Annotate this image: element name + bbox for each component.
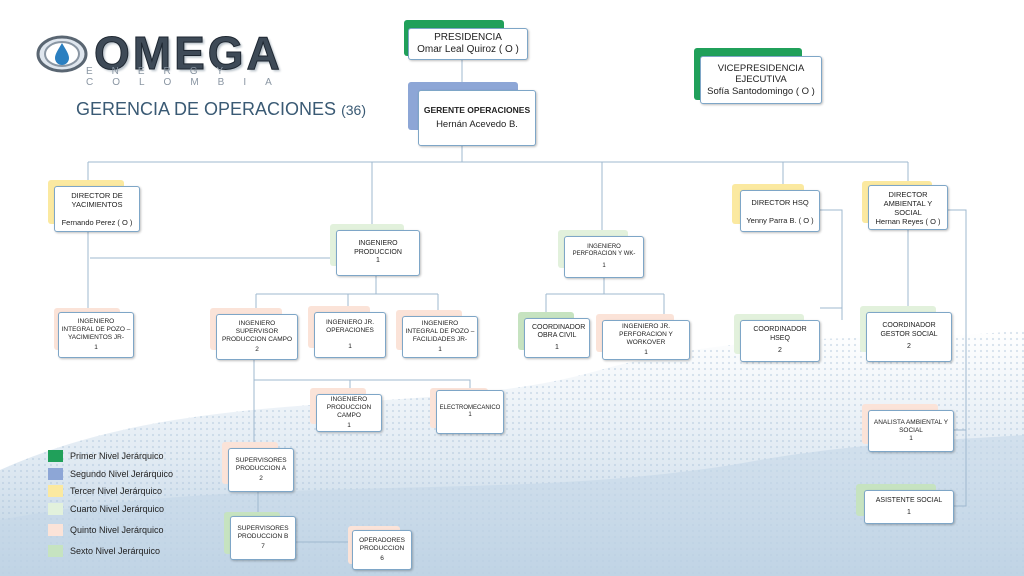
node-ing-jr-perforacion[interactable]: INGENIERO JR. PERFORACION Y WORKOVER 1 [596, 314, 690, 360]
page-title: GERENCIA DE OPERACIONES (36) [76, 99, 366, 120]
node-operadores-produccion[interactable]: OPERADORES PRODUCCION 6 [348, 526, 412, 570]
node-title: INGENIERO INTEGRAL DE POZO – YACIMIENTOS… [61, 317, 131, 341]
node-title: INGENIERO JR. OPERACIONES [325, 319, 375, 335]
node-coordinador-obra-civil[interactable]: COORDINADOR OBRA CIVIL 1 [518, 312, 590, 358]
node-title: INGENIERO JR. PERFORACION Y WORKOVER [619, 323, 673, 346]
node-coordinador-gestor-social[interactable]: COORDINADOR GESTOR SOCIAL 2 [860, 306, 952, 362]
node-supervisores-produccion-b[interactable]: SUPERVISORES PRODUCCION B 7 [224, 512, 296, 560]
node-title: COORDINADOR OBRA CIVIL [532, 323, 586, 340]
drop-logo-icon [36, 35, 88, 73]
node-person: Hernan Reyes ( O ) [875, 216, 941, 226]
node-title: SUPERVISORES PRODUCCION A [235, 456, 287, 472]
node-count: 1 [438, 345, 442, 353]
node-title: DIRECTOR HSQ [751, 197, 809, 207]
node-count: 7 [261, 543, 265, 551]
node-vicepresidencia[interactable]: VICEPRESIDENCIA EJECUTIVA Sofía Santodom… [694, 48, 822, 104]
node-coordinador-hseq[interactable]: COORDINADOR HSEQ 2 [734, 314, 820, 362]
omega-logo: OMEGA ENERGY COLOMBIA [36, 27, 356, 88]
legend-item: Cuarto Nivel Jerárquico [48, 502, 164, 516]
legend-swatch [48, 503, 63, 515]
node-title: INGENIERO PRODUCCION CAMPO [326, 396, 372, 419]
node-title: ELECTROMECANICO [439, 404, 501, 411]
node-title: OPERADORES PRODUCCION [359, 536, 405, 552]
node-director-hsq[interactable]: DIRECTOR HSQ Yenny Parra B. ( O ) [732, 184, 820, 232]
node-title: DIRECTOR AMBIENTAL Y SOCIAL [883, 189, 933, 217]
node-count: 1 [907, 509, 911, 516]
node-analista-ambiental[interactable]: ANALISTA AMBIENTAL Y SOCIAL 1 [862, 404, 954, 452]
legend-item: Quinto Nivel Jerárquico [48, 523, 164, 537]
legend-label: Cuarto Nivel Jerárquico [70, 504, 165, 514]
node-title: ASISTENTE SOCIAL [875, 496, 943, 504]
node-person: Sofía Santodomingo ( O ) [707, 85, 815, 97]
node-title: INGENIERO INTEGRAL DE POZO – FACILIDADES… [405, 320, 475, 343]
node-person: Hernán Acevedo B. [436, 119, 518, 131]
node-title: INGENIERO PERFORACION Y WK- [572, 244, 636, 258]
legend-swatch [48, 450, 63, 462]
node-count: 1 [348, 342, 352, 350]
node-count: 1 [347, 421, 351, 429]
node-ing-integral-facilidades[interactable]: INGENIERO INTEGRAL DE POZO – FACILIDADES… [396, 310, 478, 358]
node-count: 2 [907, 343, 911, 351]
legend-label: Segundo Nivel Jerárquico [70, 469, 174, 479]
node-title: DIRECTOR DE YACIMIENTOS [71, 191, 123, 209]
node-count: 1 [468, 412, 472, 418]
legend-label: Primer Nivel Jerárquico [70, 451, 164, 461]
node-ing-integral-yacimientos[interactable]: INGENIERO INTEGRAL DE POZO – YACIMIENTOS… [54, 308, 134, 358]
legend-label: Tercer Nivel Jerárquico [70, 486, 163, 496]
node-ingeniero-produccion[interactable]: INGENIERO PRODUCCION 1 [330, 224, 420, 276]
node-director-yacimientos[interactable]: DIRECTOR DE YACIMIENTOS Fernando Perez (… [48, 180, 140, 232]
node-count: 6 [380, 555, 384, 563]
node-asistente-social[interactable]: ASISTENTE SOCIAL 1 [856, 484, 954, 524]
node-ing-jr-operaciones[interactable]: INGENIERO JR. OPERACIONES 1 [308, 306, 386, 358]
node-person: Fernando Perez ( O ) [61, 218, 133, 227]
logo-wordmark: OMEGA [94, 27, 283, 80]
node-count: 1 [94, 344, 98, 352]
node-count: 1 [644, 348, 648, 356]
node-title: INGENIERO PRODUCCION [354, 240, 402, 256]
node-person: Yenny Parra B. ( O ) [746, 215, 814, 225]
legend-swatch [48, 468, 63, 480]
node-title: GERENTE OPERACIONES [423, 105, 531, 116]
node-ing-supervisor-produccion[interactable]: INGENIERO SUPERVISOR PRODUCCION CAMPO 2 [210, 308, 298, 360]
node-title: INGENIERO SUPERVISOR PRODUCCION CAMPO [221, 319, 293, 343]
legend-label: Quinto Nivel Jerárquico [70, 525, 164, 535]
legend-label: Sexto Nivel Jerárquico [70, 546, 161, 556]
legend-item: Segundo Nivel Jerárquico [48, 467, 173, 481]
node-title: ANALISTA AMBIENTAL Y SOCIAL [873, 419, 949, 435]
node-count: 1 [376, 257, 380, 265]
legend-swatch [48, 524, 63, 536]
node-count: 1 [602, 262, 606, 269]
node-count: 2 [778, 347, 782, 355]
node-person: Omar Leal Quiroz ( O ) [417, 44, 519, 55]
node-count: 1 [555, 343, 559, 351]
node-ingeniero-perforacion[interactable]: INGENIERO PERFORACION Y WK- 1 [558, 230, 644, 278]
node-count: 2 [259, 475, 263, 483]
node-title: VICEPRESIDENCIA EJECUTIVA [717, 62, 805, 86]
node-electromecanico[interactable]: ELECTROMECANICO 1 [430, 388, 504, 434]
node-count: 2 [255, 346, 259, 354]
page-title-count: (36) [341, 102, 366, 118]
legend-swatch [48, 545, 63, 557]
logo-subtitle: ENERGY COLOMBIA [86, 66, 291, 88]
legend-item: Tercer Nivel Jerárquico [48, 484, 162, 498]
node-title: COORDINADOR HSEQ [753, 326, 807, 342]
node-director-ambiental[interactable]: DIRECTOR AMBIENTAL Y SOCIAL Hernan Reyes… [862, 181, 948, 230]
node-gerente-operaciones[interactable]: GERENTE OPERACIONES Hernán Acevedo B. [408, 82, 536, 146]
legend-item: Primer Nivel Jerárquico [48, 449, 164, 463]
node-ing-produccion-campo[interactable]: INGENIERO PRODUCCION CAMPO 1 [310, 388, 382, 432]
node-title: COORDINADOR GESTOR SOCIAL [880, 322, 938, 338]
legend-swatch [48, 485, 63, 497]
legend-item: Sexto Nivel Jerárquico [48, 544, 160, 558]
node-title: PRESIDENCIA [434, 32, 502, 43]
node-presidencia[interactable]: PRESIDENCIA Omar Leal Quiroz ( O ) [404, 20, 528, 60]
node-supervisores-produccion-a[interactable]: SUPERVISORES PRODUCCION A 2 [222, 442, 294, 492]
page-title-text: GERENCIA DE OPERACIONES [76, 99, 337, 119]
node-count: 1 [909, 434, 913, 442]
node-title: SUPERVISORES PRODUCCION B [237, 524, 289, 540]
